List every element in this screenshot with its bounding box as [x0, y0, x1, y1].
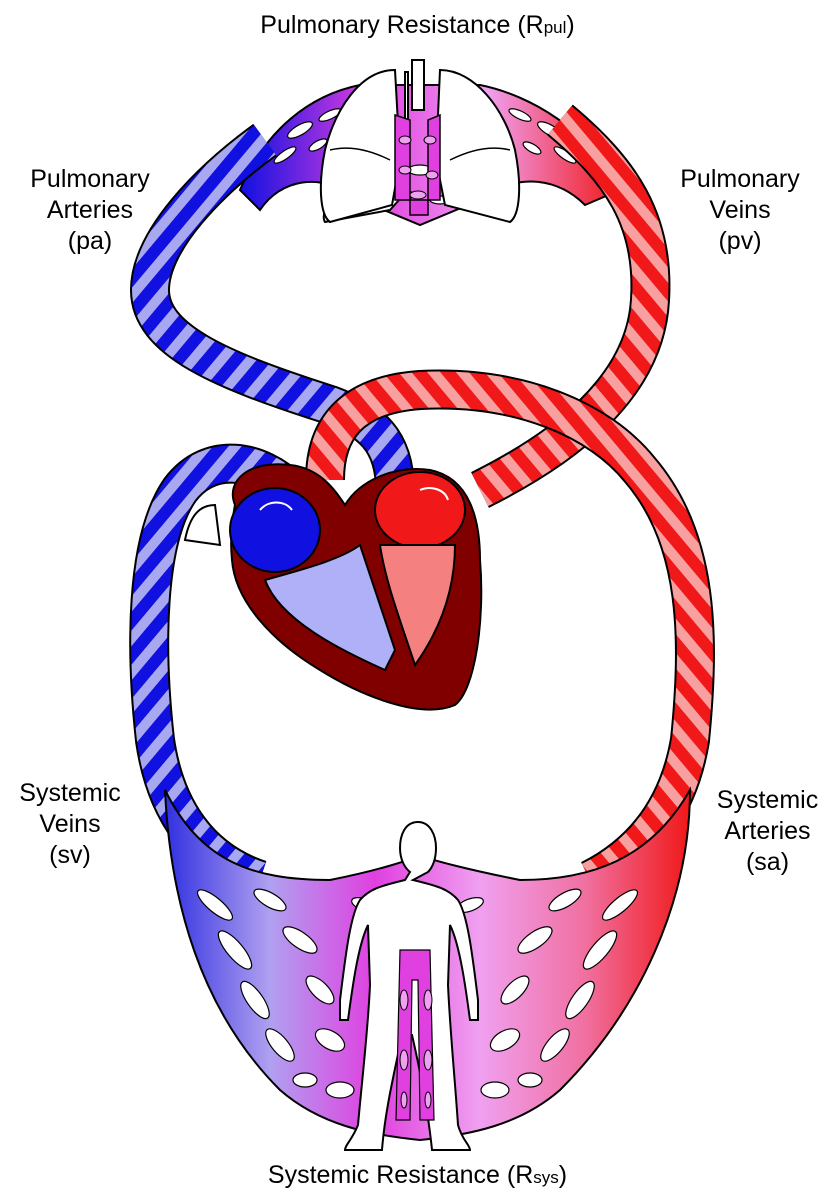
systemic-resistance-subscript: sys: [533, 1168, 559, 1187]
pulmonary-arteries-line1: Pulmonary: [10, 164, 170, 195]
left-atrium: [375, 472, 465, 548]
pulmonary-resistance-close: ): [566, 11, 574, 39]
pulmonary-arteries-line3: (pa): [10, 226, 170, 257]
systemic-arteries-line2: Arteries: [700, 816, 835, 847]
pulmonary-arteries-line2: Arteries: [10, 195, 170, 226]
pulmonary-veins-line3: (pv): [655, 226, 825, 257]
pulmonary-veins-line2: Veins: [655, 195, 825, 226]
heart: [230, 464, 481, 709]
systemic-veins-line3: (sv): [0, 840, 140, 871]
pulmonary-resistance-subscript: pul: [544, 18, 567, 37]
systemic-veins-line1: Systemic: [0, 778, 140, 809]
pulmonary-arteries-label: Pulmonary Arteries (pa): [10, 164, 170, 257]
pulmonary-resistance-text: Pulmonary Resistance (R: [260, 11, 543, 39]
systemic-veins-label: Systemic Veins (sv): [0, 778, 140, 871]
systemic-arteries-label: Systemic Arteries (sa): [700, 785, 835, 878]
right-atrium: [230, 488, 320, 572]
systemic-arteries-line1: Systemic: [700, 785, 835, 816]
systemic-resistance-text: Systemic Resistance (R: [268, 1161, 533, 1189]
systemic-arteries-line3: (sa): [700, 847, 835, 878]
systemic-resistance-close: ): [559, 1161, 567, 1189]
systemic-veins-line2: Veins: [0, 809, 140, 840]
pulmonary-resistance-label: Pulmonary Resistance (Rpul): [0, 10, 835, 43]
pulmonary-veins-label: Pulmonary Veins (pv): [655, 164, 825, 257]
systemic-resistance-label: Systemic Resistance (Rsys): [0, 1160, 835, 1193]
pulmonary-veins-line1: Pulmonary: [655, 164, 825, 195]
